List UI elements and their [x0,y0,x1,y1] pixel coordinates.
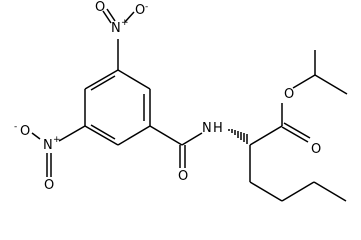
atom-labels: N + O O - N + O - O N H O O O [14,0,321,193]
bond-c2-c3 [281,181,315,202]
atom-o-amide: O [178,169,188,184]
charge-o-nitro-top-neg: - [145,2,148,12]
bond-alpha-to-ester-c [249,125,283,146]
atom-o-ester-ether: O [284,87,294,102]
bond-n-top-o-dbl-1 [102,10,112,24]
bond-o-to-isopropyl-ch [292,74,316,89]
bond-ring-inner-b [90,124,116,140]
atom-o-nitro-top-neg: O [135,3,145,18]
bond-ring-1 [117,69,151,90]
bond-n-top-o-neg [124,11,135,23]
bond-ester-co-1 [281,126,309,143]
bond-ring-3 [117,125,151,146]
bond-ring-4 [84,125,119,146]
bond-ester-co-2 [283,122,311,139]
bond-c1-c2 [249,181,283,202]
atom-n-nitro-top: N [111,21,121,36]
atom-n-amide: N [202,121,212,136]
bond-ring-6 [84,69,119,90]
bond-ring-inner-c [90,75,116,91]
atom-h-amide: H [213,121,223,136]
bond-c3-c4 [313,181,347,202]
charge-o-nitro-left-neg: - [14,122,17,132]
bond-ring-to-carbonyl [149,125,183,146]
bond-ring-to-n-left [58,125,86,142]
atom-n-nitro-left: N [43,138,53,153]
atom-o-nitro-left-dbl: O [44,178,54,193]
atom-o-ester-carbonyl: O [311,142,321,157]
charge-n-nitro-top: + [121,18,129,28]
bonds [31,8,348,202]
charge-n-nitro-left: + [53,135,61,145]
bond-isopropyl-ch-me2 [314,74,348,95]
bond-n-left-o-neg [31,132,41,140]
hashed-wedge-bond [228,129,248,144]
atom-o-nitro-left-neg: O [20,124,30,139]
bond-n-top-o-dbl-2 [106,8,116,22]
bond-carbonyl-to-n [181,132,203,146]
atom-o-nitro-top-dbl: O [95,0,105,15]
chemical-structure: N + O O - N + O - O N H O O O [14,0,348,202]
